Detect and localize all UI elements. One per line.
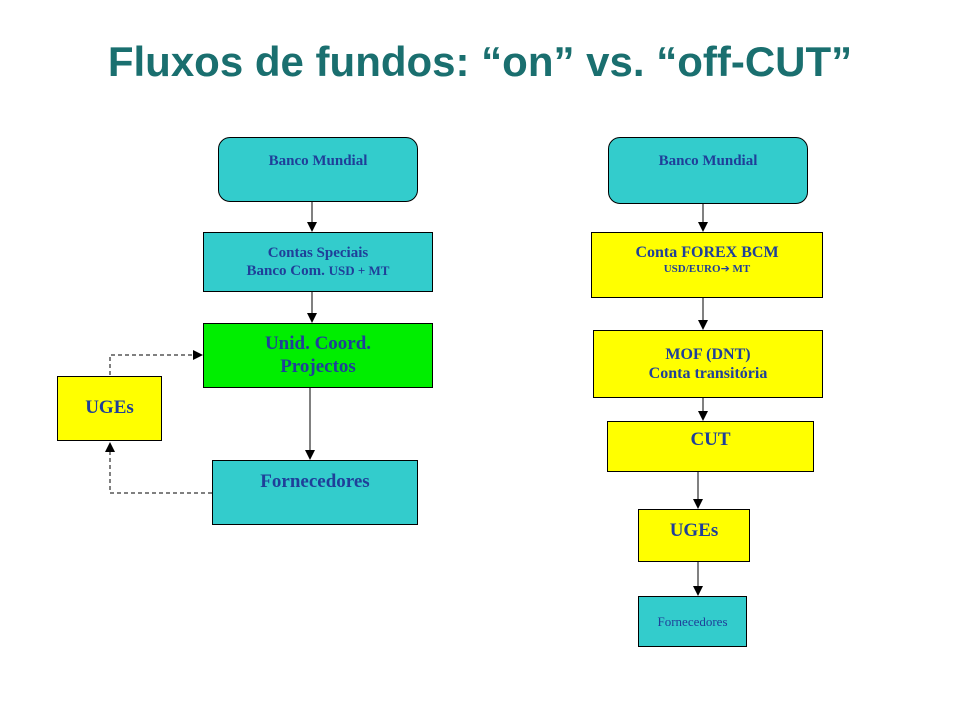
right-banco-mundial-label: Banco Mundial [658, 153, 758, 169]
contas-line2-small: USD + MT [328, 263, 390, 278]
right-fornecedores-label: Fornecedores [657, 613, 728, 629]
slide-title: Fluxos de fundos: “on” vs. “off-CUT” [107, 38, 853, 85]
unid-line1: Unid. Coord. [264, 332, 372, 354]
contas-speciais-box: Contas Speciais Banco Com. USD + MT [203, 232, 433, 292]
right-banco-mundial-box: Banco Mundial [608, 137, 808, 204]
left-uges-box: UGEs [57, 376, 162, 441]
contas-line1: Contas Speciais [267, 245, 369, 261]
left-fornecedores-box: Fornecedores [212, 460, 418, 525]
unid-coord-projectos-box: Unid. Coord. Projectos [203, 323, 433, 388]
right-uges-label: UGEs [669, 520, 719, 541]
dashed-fornecedores-to-uges [105, 442, 212, 494]
forex-line1: Conta FOREX BCM [635, 244, 779, 261]
forex-line2: USD/EURO➔ MT [664, 262, 751, 276]
cut-label: CUT [690, 429, 731, 450]
forex-line2-a: USD/EURO [663, 263, 721, 276]
contas-line2-main: Banco Com. [246, 263, 329, 279]
mof-line1: MOF (DNT) [665, 345, 751, 363]
right-uges-box: UGEs [638, 509, 750, 562]
forex-line2-b: MT [729, 263, 751, 276]
dashed-uges-to-unid [109, 350, 203, 375]
contas-line2: Banco Com. USD + MT [247, 262, 390, 280]
left-uges-label: UGEs [85, 397, 134, 419]
left-banco-mundial-label: Banco Mundial [268, 153, 368, 169]
mof-dnt-box: MOF (DNT) Conta transitória [593, 330, 823, 398]
unid-line2: Projectos [280, 355, 356, 377]
conta-forex-box: Conta FOREX BCM USD/EURO➔ MT [591, 232, 823, 298]
cut-box: CUT [607, 421, 814, 472]
mof-line2: Conta transitória [648, 365, 768, 382]
left-fornecedores-label: Fornecedores [260, 471, 370, 492]
forex-arrow-icon: ➔ [720, 262, 730, 276]
left-banco-mundial-box: Banco Mundial [218, 137, 418, 202]
right-fornecedores-box: Fornecedores [638, 596, 747, 647]
